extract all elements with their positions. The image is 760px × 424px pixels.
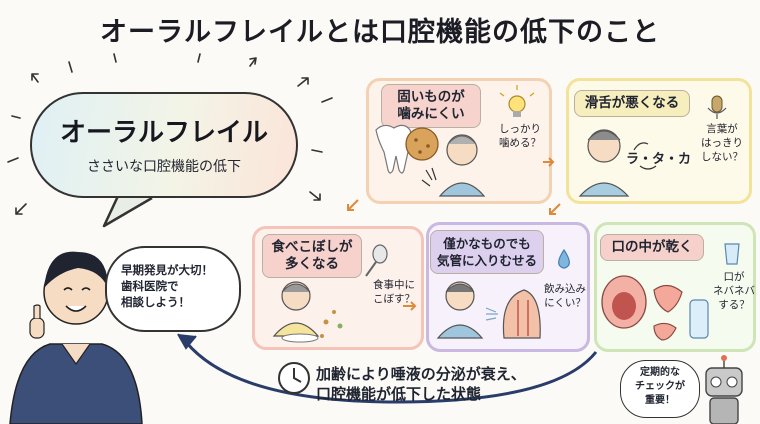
spoon-icon [365,244,388,277]
card-tongue-heading: 滑舌が悪くなる [574,90,690,117]
card-dry-mouth-note: 口が ネバネバ する？ [713,271,755,311]
card-tongue-note: 言葉が はっきり しない？ [701,123,743,163]
card-spill-heading: 食べこぼしが 多くなる [262,234,362,278]
bubble-title: オーラルフレイル [59,118,268,148]
card-dry-mouth-heading: 口の中が乾く [600,234,704,261]
water-glass-icon [724,243,740,265]
robot-text: 定期的な チェックが 重要！ [635,367,685,406]
card-choke-note: 飲み込み にくい？ [544,283,586,309]
card-hard-food-note: しっかり 噛める？ [499,123,541,149]
robot-speech-bubble [620,360,700,418]
speech-text: ラ・タ・カ [626,152,692,167]
arrow-right-icon [403,157,555,311]
bubble-subtitle: ささいな口腔機能の低下 [87,159,241,175]
water-drop-icon [558,248,570,269]
tooth-icon [375,124,413,174]
advice-bubble [105,246,241,332]
burst-lines [7,53,333,215]
advice-text: 早期発見が大切！ 歯科医院で 相談しよう！ [121,263,213,309]
card-hard-food-heading: 固いものが 噛みにくい [381,84,481,128]
microphone-icon [707,95,727,119]
card-choke-heading: 僅かなものでも 気管に入りむせる [430,230,544,274]
clock-icon [278,362,310,394]
lightbulb-icon [499,85,535,117]
cookie-icon [405,127,439,161]
cycle-description: 加齢により唾液の分泌が衰え、 口腔機能が低下した状態 [316,365,526,403]
page-title: オーラルフレイルとは口腔機能の低下のこと [100,17,660,48]
card-spill-note: 食事中に こぼす？ [373,279,415,305]
cycle-arrow [184,341,598,404]
arrow-down-left-icon [347,199,561,215]
oral-frailty-bubble [30,92,298,198]
